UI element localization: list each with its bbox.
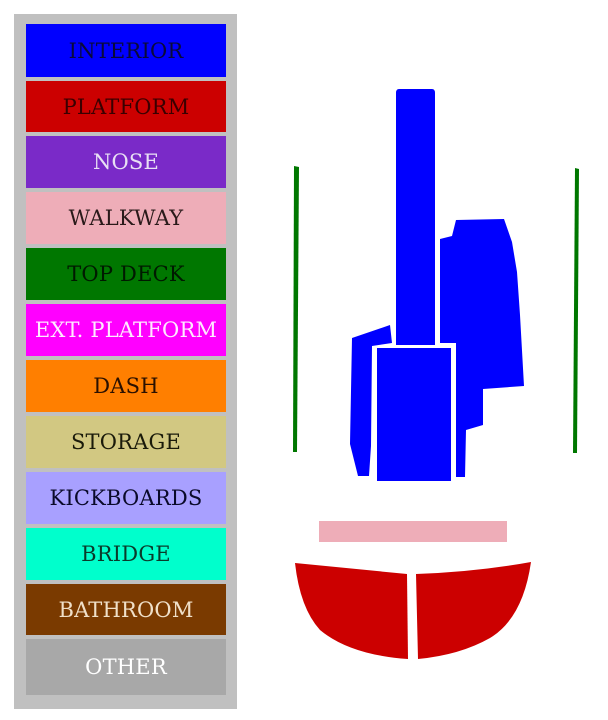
legend-item-kickboards[interactable]: KICKBOARDS <box>26 472 226 524</box>
legend-item-storage[interactable]: STORAGE <box>26 416 226 468</box>
legend-item-label: TOP DECK <box>67 262 185 286</box>
legend-item-label: BRIDGE <box>81 542 171 566</box>
legend-item-walkway[interactable]: WALKWAY <box>26 192 226 244</box>
legend-item-label: KICKBOARDS <box>49 486 203 510</box>
platform-left[interactable] <box>295 563 408 659</box>
legend-item-label: INTERIOR <box>68 38 184 63</box>
legend-item-label: STORAGE <box>70 430 182 454</box>
legend-item-bathroom[interactable]: BATHROOM <box>26 584 226 635</box>
legend-item-label: NOSE <box>92 150 160 174</box>
platform-right[interactable] <box>416 562 531 659</box>
legend-item-nose[interactable]: NOSE <box>26 136 226 188</box>
interior-right-section[interactable] <box>440 219 524 477</box>
interior-left-section[interactable] <box>350 325 392 476</box>
legend-item-top-deck[interactable]: TOP DECK <box>26 248 226 300</box>
legend-panel: INTERIOR PLATFORM NOSE WALKWAY TOP DECK … <box>14 14 237 709</box>
legend-item-label: OTHER <box>85 655 167 679</box>
legend-item-ext-platform[interactable]: EXT. PLATFORM <box>26 304 226 356</box>
legend-item-dash[interactable]: DASH <box>26 360 226 412</box>
legend-item-platform[interactable]: PLATFORM <box>26 81 226 132</box>
legend-item-other[interactable]: OTHER <box>26 639 226 695</box>
top-deck-rail-right[interactable] <box>573 168 579 453</box>
interior-lower-center[interactable] <box>375 346 453 483</box>
legend-item-interior[interactable]: INTERIOR <box>26 24 226 77</box>
legend-item-label: EXT. PLATFORM <box>34 318 218 342</box>
walkway-strip[interactable] <box>319 521 507 542</box>
legend-item-label: BATHROOM <box>58 597 194 622</box>
interior-center-column[interactable] <box>396 89 435 345</box>
legend-item-label: DASH <box>93 374 159 398</box>
legend-item-label: PLATFORM <box>62 94 190 119</box>
legend-item-bridge[interactable]: BRIDGE <box>26 528 226 580</box>
legend-item-label: WALKWAY <box>68 206 184 230</box>
top-deck-rail-left[interactable] <box>293 166 299 452</box>
